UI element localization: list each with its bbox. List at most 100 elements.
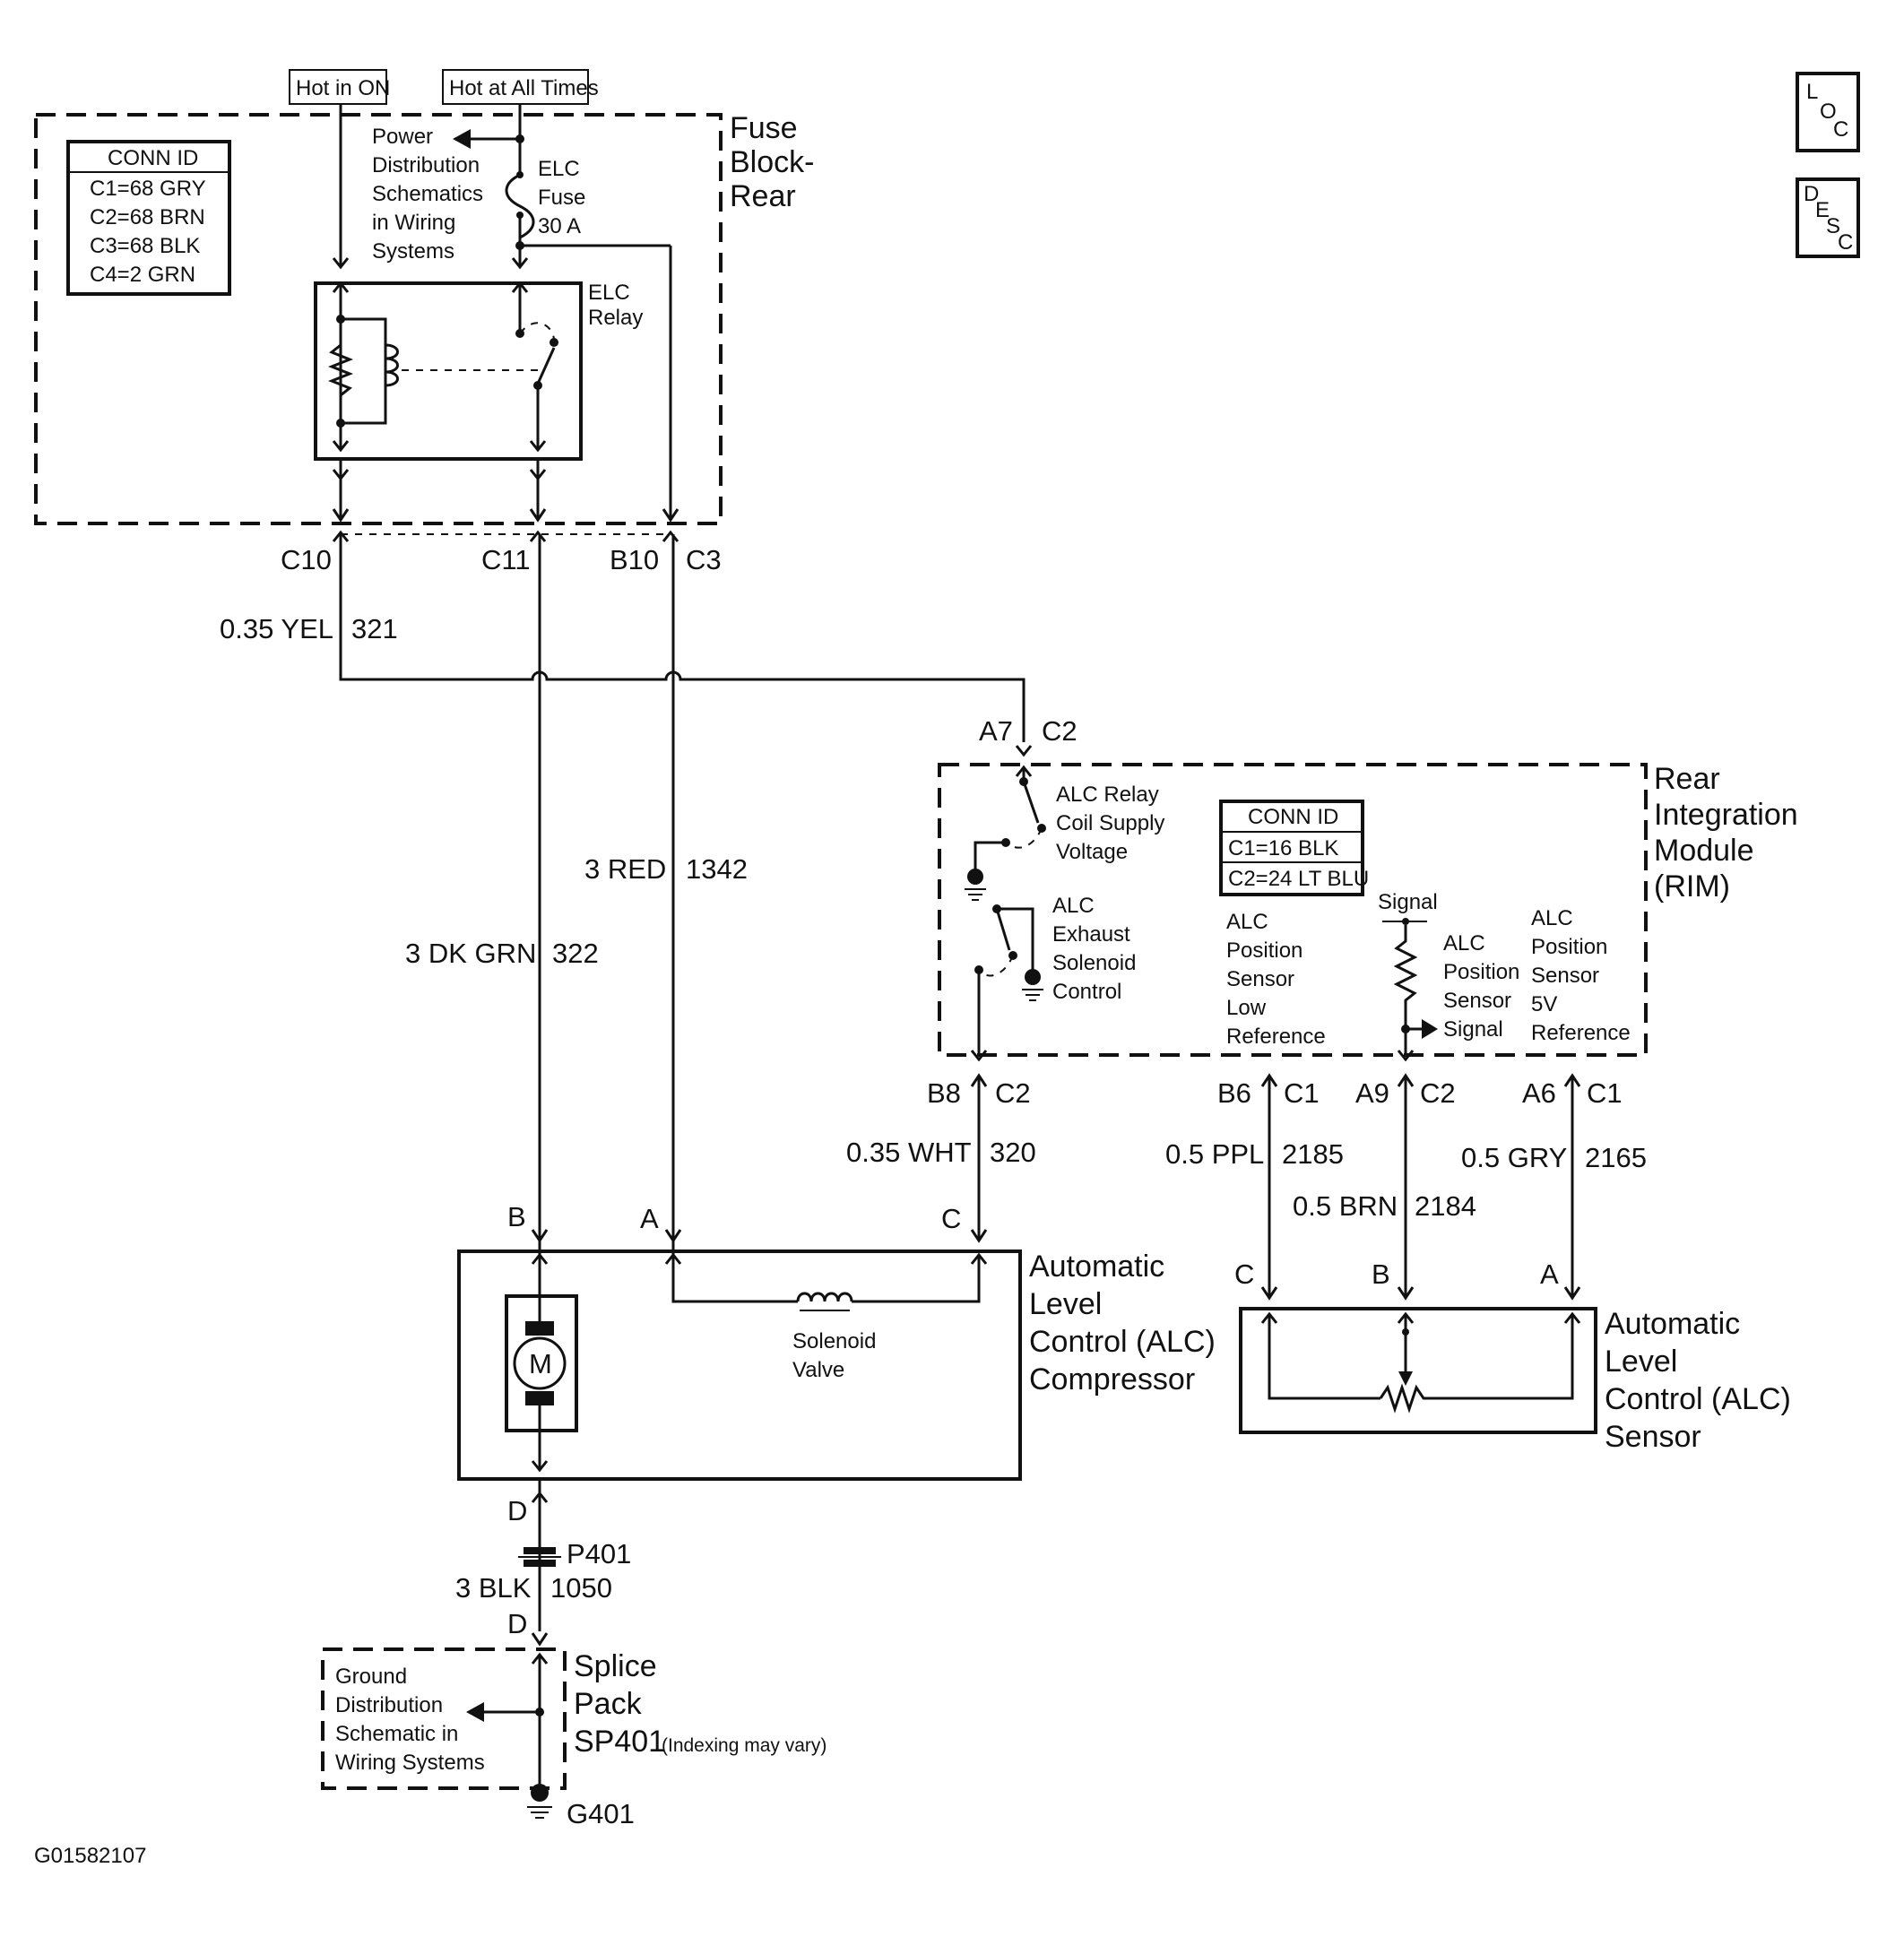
- svg-text:Compressor: Compressor: [1029, 1362, 1195, 1397]
- svg-text:Integration: Integration: [1654, 798, 1798, 832]
- svg-text:Control: Control: [1052, 980, 1121, 1004]
- pin-b8: B8: [927, 1077, 961, 1109]
- indexing-note: (Indexing may vary): [662, 1735, 827, 1756]
- svg-text:Relay: Relay: [588, 306, 643, 330]
- signal-arrow-icon: [1422, 1019, 1438, 1039]
- svg-text:Solenoid: Solenoid: [792, 1329, 876, 1353]
- elc-fuse-icon: [505, 173, 535, 239]
- svg-text:Coil Supply: Coil Supply: [1056, 811, 1164, 835]
- conn-id-heading: CONN ID: [108, 146, 198, 170]
- sensor-pin-b: B: [1372, 1258, 1390, 1290]
- svg-text:Systems: Systems: [372, 239, 454, 264]
- compressor-pin-labels: B A C: [507, 1201, 961, 1234]
- hot-at-all-times-tag: Hot at All Times: [442, 69, 599, 105]
- rim-title: Rear Integration Module (RIM): [1654, 762, 1798, 904]
- svg-text:Reference: Reference: [1226, 1025, 1326, 1049]
- svg-text:3 BLK: 3 BLK: [455, 1572, 532, 1604]
- svg-text:ALC Relay: ALC Relay: [1056, 783, 1159, 807]
- pin-a6: A6: [1522, 1077, 1556, 1109]
- svg-text:ALC: ALC: [1531, 906, 1573, 930]
- svg-text:Schematics: Schematics: [372, 182, 483, 206]
- exhaust-label: ALC Exhaust Solenoid Control: [1052, 894, 1136, 1004]
- svg-text:ALC: ALC: [1226, 910, 1268, 934]
- svg-text:Rear: Rear: [1654, 762, 1720, 796]
- svg-text:Wiring Systems: Wiring Systems: [335, 1751, 485, 1775]
- wire-1050-label: 3 BLK 1050: [455, 1572, 612, 1604]
- elc-fuse-label: ELC Fuse 30 A: [538, 157, 585, 238]
- motor-icon: [513, 1336, 567, 1390]
- low-ref-label: ALC Position Sensor Low Reference: [1226, 910, 1326, 1049]
- svg-text:Sensor: Sensor: [1605, 1420, 1701, 1454]
- g401-label: G401: [567, 1798, 635, 1829]
- svg-text:Power: Power: [372, 125, 433, 149]
- svg-text:ALC: ALC: [1443, 931, 1485, 956]
- svg-text:Distribution: Distribution: [372, 153, 480, 177]
- svg-text:Level: Level: [1029, 1287, 1102, 1321]
- svg-text:C1: C1: [1284, 1077, 1320, 1109]
- figure-id: G01582107: [34, 1844, 146, 1868]
- wire-322-label: 3 DK GRN 322: [405, 938, 599, 969]
- elc-relay-box: [314, 281, 583, 461]
- svg-text:C: C: [1838, 230, 1853, 255]
- svg-text:1050: 1050: [550, 1572, 612, 1604]
- svg-text:Automatic: Automatic: [1029, 1250, 1164, 1284]
- pin-c10: C10: [281, 544, 332, 575]
- relay-switch-contact: [536, 347, 556, 385]
- power-distribution-note: Power Distribution Schematics in Wiring …: [372, 125, 483, 264]
- svg-text:2165: 2165: [1585, 1142, 1647, 1173]
- svg-text:Signal: Signal: [1443, 1017, 1503, 1042]
- rim-outline: [938, 763, 1648, 1057]
- p401-connector-icon: [518, 1547, 561, 1567]
- svg-text:Schematic in: Schematic in: [335, 1722, 458, 1746]
- solenoid-valve-label: Solenoid Valve: [792, 1329, 876, 1382]
- loc-icon[interactable]: L O C: [1796, 72, 1860, 152]
- wire-2184-label: 0.5 BRN 2184: [1293, 1190, 1476, 1222]
- relay-coil-resistor-icon: [327, 343, 354, 397]
- svg-text:Sensor: Sensor: [1531, 964, 1599, 988]
- conn-id-row: C1=68 GRY: [90, 177, 206, 201]
- svg-text:30 A: 30 A: [538, 214, 581, 238]
- sensor-pin-labels: C B A: [1234, 1258, 1559, 1290]
- svg-text:C: C: [1833, 117, 1848, 142]
- svg-text:D: D: [1804, 182, 1819, 206]
- sensor-title: Automatic Level Control (ALC) Sensor: [1605, 1307, 1791, 1454]
- svg-text:0.5 PPL: 0.5 PPL: [1165, 1138, 1264, 1170]
- fuse-block-title: Fuse Block- Rear: [730, 111, 814, 213]
- compressor-title: Automatic Level Control (ALC) Compressor: [1029, 1250, 1216, 1397]
- svg-text:A7: A7: [979, 715, 1013, 747]
- p401-label: P401: [567, 1538, 631, 1569]
- wire-320-label: 0.35 WHT 320: [846, 1137, 1036, 1168]
- svg-text:Distribution: Distribution: [335, 1693, 443, 1717]
- svg-text:0.5 GRY: 0.5 GRY: [1461, 1142, 1567, 1173]
- svg-text:Reference: Reference: [1531, 1021, 1631, 1045]
- ref-5v-label: ALC Position Sensor 5V Reference: [1531, 906, 1631, 1045]
- sensor-pin-c: C: [1234, 1258, 1254, 1290]
- svg-text:0.35 WHT: 0.35 WHT: [846, 1137, 972, 1168]
- motor-label: M: [529, 1348, 552, 1379]
- svg-text:E: E: [1815, 198, 1830, 222]
- svg-text:Voltage: Voltage: [1056, 840, 1128, 864]
- desc-icon[interactable]: D E S C: [1796, 177, 1860, 258]
- svg-text:Pack: Pack: [574, 1687, 643, 1721]
- svg-text:Position: Position: [1443, 960, 1519, 984]
- wire-321-label: 0.35 YEL 321: [220, 613, 398, 644]
- sensor-potentiometer-icon: [1379, 1314, 1574, 1414]
- rim-bottom-pins: B8 C2 B6 C1 A9 C2 A6 C1: [927, 1050, 1623, 1109]
- relay-supply-label: ALC Relay Coil Supply Voltage: [1056, 783, 1164, 864]
- svg-text:322: 322: [552, 938, 599, 969]
- svg-text:C2: C2: [1420, 1077, 1456, 1109]
- g401-ground-icon: [527, 1784, 552, 1819]
- svg-text:Fuse: Fuse: [730, 111, 798, 145]
- pin-b6: B6: [1217, 1077, 1251, 1109]
- conn-id-row: C4=2 GRN: [90, 263, 195, 287]
- svg-text:Control (ALC): Control (ALC): [1605, 1382, 1791, 1416]
- svg-text:321: 321: [351, 613, 398, 644]
- alc-compressor-box: [457, 1250, 1022, 1481]
- svg-text:C2: C2: [1042, 715, 1077, 747]
- svg-text:S: S: [1826, 214, 1840, 238]
- exhaust-ground-icon: [1022, 969, 1043, 1001]
- signal-resistor-icon: [1393, 925, 1418, 1056]
- svg-text:320: 320: [990, 1137, 1036, 1168]
- splice-pack-title: Splice Pack SP401 (Indexing may vary): [574, 1649, 827, 1759]
